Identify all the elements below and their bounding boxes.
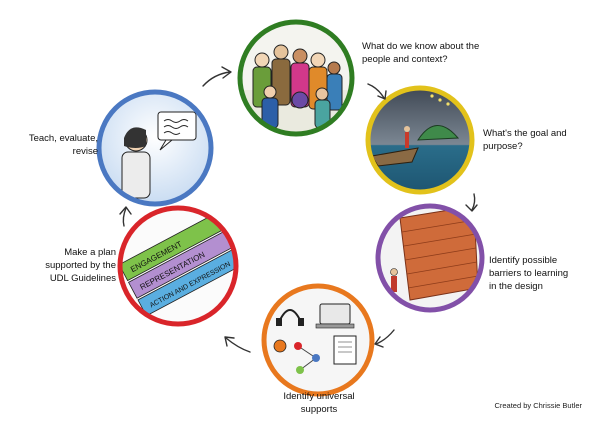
goal-purpose-illustration [365, 85, 475, 195]
barriers-illustration [375, 203, 485, 313]
step-label-goal-purpose: What's the goal and purpose? [483, 128, 567, 152]
step-label-make-plan: Make a plan supported by the UDL Guideli… [45, 247, 116, 284]
orange-ring [261, 283, 375, 397]
document-icon [333, 335, 357, 365]
arrow-icon [119, 206, 132, 227]
small-person-icon [391, 276, 397, 292]
udl-plan-illustration: ENGAGEMENT REPRESENTATION ACTION AND EXP… [117, 205, 239, 327]
arrow-icon [224, 336, 251, 353]
arrow-icon [374, 329, 395, 348]
speech-bubble-icon [157, 111, 197, 151]
action-expression-band [137, 246, 236, 317]
people-context-illustration [237, 19, 355, 137]
island-icon [417, 125, 460, 141]
pie-chart-icon [273, 339, 287, 353]
supports-illustration [261, 283, 375, 397]
arrow-icon [367, 83, 387, 100]
step-label-barriers: Identify possible barriers to learning i… [489, 255, 569, 292]
blue-ring [96, 89, 214, 207]
arrow-icon [465, 193, 478, 212]
purple-ring [375, 203, 485, 313]
teacher-icon [121, 127, 151, 199]
teach-illustration [96, 89, 214, 207]
yellow-ring [365, 85, 475, 195]
step-label-people-context: What do we know about the people and con… [362, 41, 480, 65]
laptop-icon [319, 303, 351, 325]
arrow-icon [202, 66, 232, 87]
step-label-universal-supports: Identify universal supports [283, 391, 355, 415]
headphones-icon [279, 309, 301, 321]
green-ring [237, 19, 355, 137]
red-ring [117, 205, 239, 327]
group-of-people-icon [252, 44, 343, 129]
person-on-boat-icon [405, 132, 409, 148]
step-label-teach-evaluate: Teach, evaluate, revise [28, 133, 98, 157]
concept-map-icon [294, 342, 320, 374]
author-credit: Created by Chrissie Butler [494, 401, 582, 410]
boat-icon [371, 147, 419, 167]
